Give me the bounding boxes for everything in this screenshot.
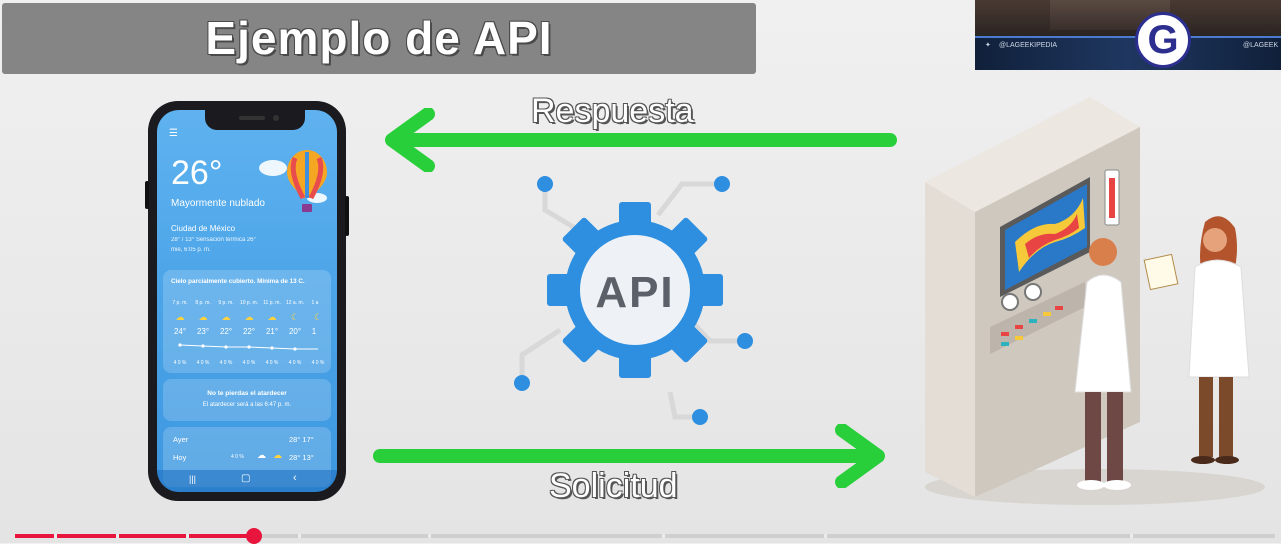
video-progress-fill: [15, 534, 254, 538]
request-label: Solicitud: [549, 467, 678, 505]
smartphone: ☰ 26° Mayormente nublado Ciudad de Méxic…: [145, 101, 349, 501]
hour-precip: 4 0 %: [196, 360, 210, 366]
temperature-trend-line: [178, 343, 318, 351]
social-handle: @LAGEEKIPEDIA: [999, 42, 1058, 49]
day-temps: 28° 17°: [289, 435, 314, 444]
day-label: Ayer: [173, 435, 189, 444]
sunset-title: No te pierdas el atardecer: [207, 390, 287, 397]
hour-precip: 4 0 %: [265, 360, 279, 366]
day-precip: 4 0 %: [231, 454, 244, 460]
channel-logo-icon: G: [1135, 12, 1191, 68]
hour-temp: 20°: [288, 327, 302, 336]
partly-cloudy-icon: ☁: [273, 450, 282, 460]
moon-icon: ☾: [290, 312, 300, 322]
response-arrow: [385, 108, 897, 172]
hour-label: 9 p. m.: [218, 300, 234, 306]
weather-condition: Mayormente nublado: [171, 198, 265, 209]
menu-icon[interactable]: ☰: [169, 128, 178, 139]
hour-precip: 4 0 %: [311, 360, 325, 366]
moon-icon: ☾: [313, 312, 323, 322]
api-gear-icon: [514, 176, 753, 425]
hourly-forecast-card: Cielo parcialmente cubierto. Mínima de 1…: [163, 270, 331, 373]
day-temps: 28° 13°: [289, 453, 314, 462]
hour-temp: 1: [311, 327, 317, 336]
video-progress-track[interactable]: [15, 534, 1275, 538]
partly-cloudy-icon: ☁: [244, 312, 254, 322]
partly-cloudy-icon: ☁: [175, 312, 185, 322]
hourly-forecast-row: 7 p. m. 8 p. m. 9 p. m. 10 p. m. 11 p. m…: [163, 300, 331, 370]
day-label: Hoy: [173, 453, 187, 462]
server-with-scientists-illustration: [925, 97, 1265, 505]
navigation-bar: ||| ▢ ‹: [157, 470, 337, 492]
hour-label: 11 p. m.: [263, 300, 281, 306]
sunset-card[interactable]: No te pierdas el atardecer El atardecer …: [163, 379, 331, 421]
hour-temp: 21°: [265, 327, 279, 336]
hour-temp: 23°: [196, 327, 210, 336]
cloud-icon: ☁: [257, 450, 266, 460]
hour-precip: 4 0 %: [288, 360, 302, 366]
hour-label: 10 p. m.: [239, 300, 259, 306]
slide-title: Ejemplo de API: [205, 12, 553, 64]
video-scrubber-handle[interactable]: [246, 528, 262, 544]
hour-temp: 22°: [242, 327, 256, 336]
hour-label: 12 a. m.: [285, 300, 305, 306]
request-arrow: [373, 424, 885, 488]
response-label: Respuesta: [531, 92, 694, 130]
sunset-text: El atardecer será a las 6:47 p. m.: [202, 402, 292, 408]
twitter-icon: ✦: [985, 42, 991, 49]
home-icon[interactable]: ▢: [241, 473, 251, 484]
recent-apps-icon[interactable]: |||: [189, 474, 197, 484]
hour-label: 8 p. m.: [195, 300, 211, 306]
temperature-detail: 28° / 13° Sensación térmica 26°: [171, 237, 256, 243]
city-name: Ciudad de México: [171, 224, 236, 233]
social-handle-right: @LAGEEK: [1243, 42, 1279, 49]
logo-letter: G: [1147, 18, 1179, 62]
partly-cloudy-icon: ☁: [267, 312, 277, 322]
partly-cloudy-icon: ☁: [198, 312, 208, 322]
title-banner: Ejemplo de API: [2, 3, 756, 74]
hour-precip: 4 0 %: [173, 360, 187, 366]
hour-label: 7 p. m.: [172, 300, 188, 306]
phone-notch: [205, 110, 305, 130]
back-icon[interactable]: ‹: [293, 472, 297, 484]
weather-app-screen: ☰ 26° Mayormente nublado Ciudad de Méxic…: [157, 110, 337, 492]
hot-air-balloon-icon: [259, 150, 327, 212]
forecast-summary: Cielo parcialmente cubierto. Mínima de 1…: [171, 278, 305, 285]
current-temperature: 26°: [171, 154, 223, 192]
partly-cloudy-icon: ☁: [221, 312, 231, 322]
last-updated: mié, 6:05 p. m.: [171, 247, 211, 253]
webcam-overlay: ✦ @LAGEEKIPEDIA @LAGEEK G: [975, 0, 1281, 70]
hour-temp: 24°: [173, 327, 187, 336]
api-label: API: [595, 268, 675, 317]
hour-precip: 4 0 %: [219, 360, 233, 366]
hour-label: 1 a: [311, 300, 319, 306]
hour-temp: 22°: [219, 327, 233, 336]
hour-precip: 4 0 %: [242, 360, 256, 366]
